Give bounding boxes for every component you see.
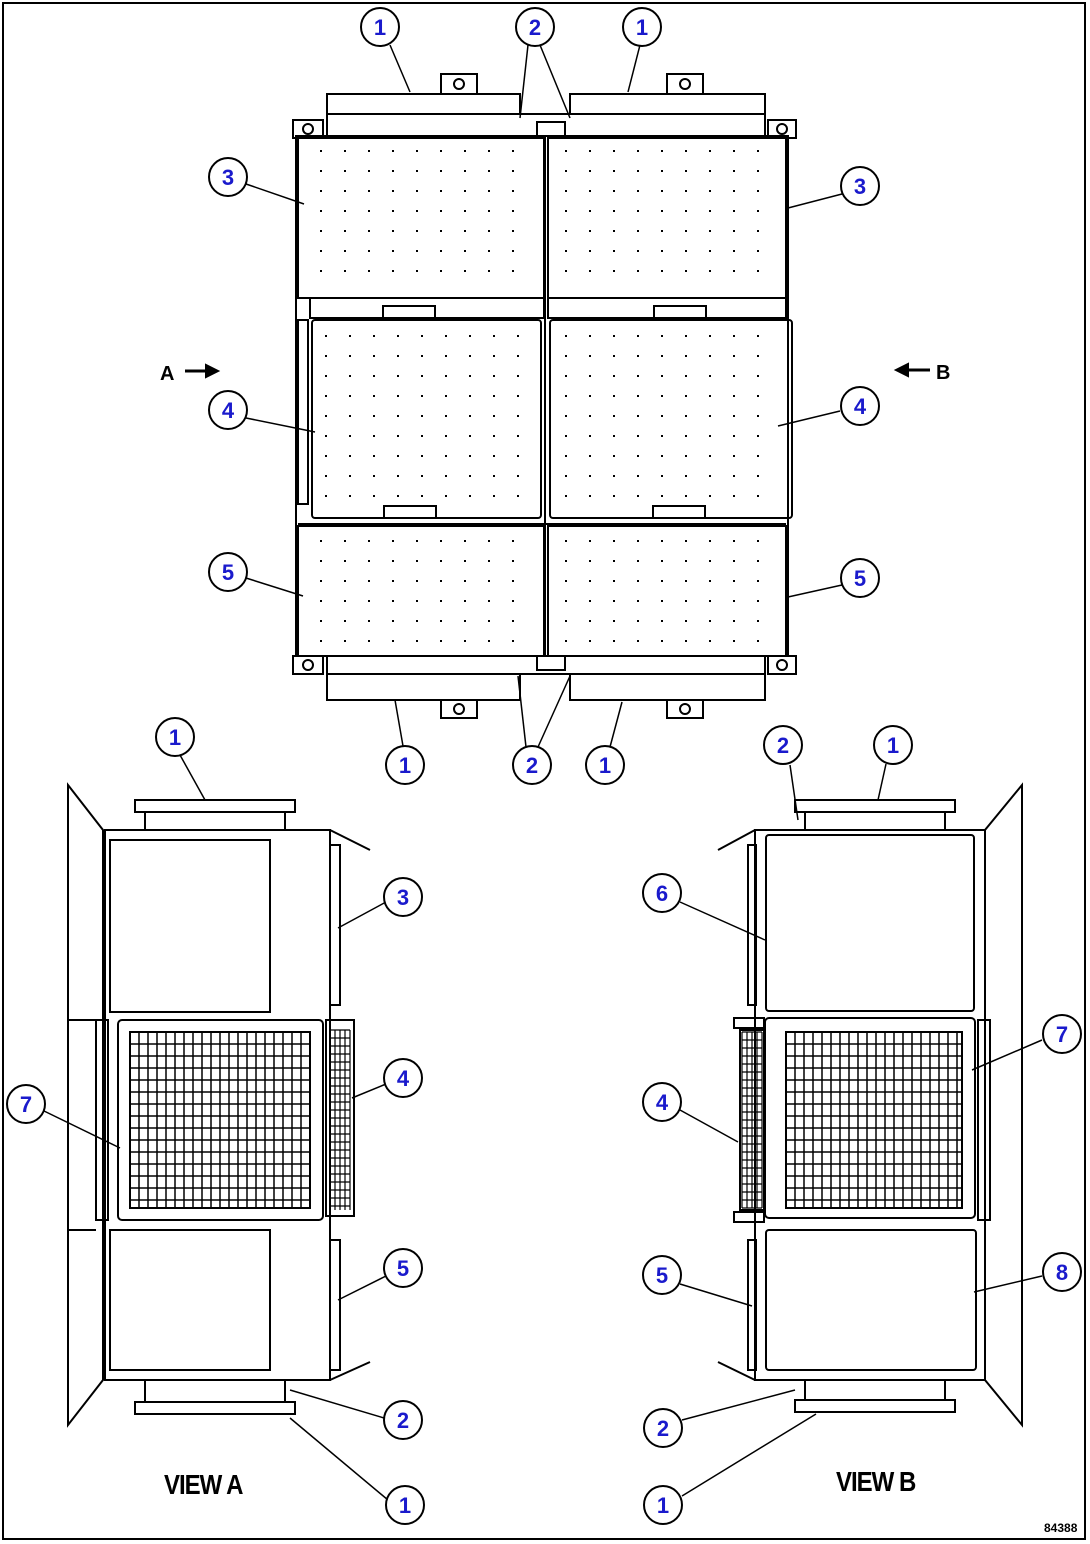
callout-number: 1 (399, 753, 411, 778)
callout-6: 6 (642, 873, 682, 913)
view-a-side-filter-grille (329, 1029, 351, 1210)
callout-5: 5 (383, 1248, 423, 1288)
callout-7: 7 (1042, 1014, 1082, 1054)
callout-number: 4 (222, 398, 235, 423)
view-b-label: VIEW B (836, 1466, 916, 1498)
callout-number: 5 (854, 566, 866, 591)
callout-number: 2 (777, 733, 789, 758)
callout-number: 1 (657, 1493, 669, 1518)
callout-number: 1 (399, 1493, 411, 1518)
callout-number: 7 (20, 1092, 32, 1117)
callout-3: 3 (840, 166, 880, 206)
view-a-drawing (67, 782, 371, 1428)
view-a-fan-grille (129, 1031, 311, 1208)
callout-5: 5 (642, 1255, 682, 1295)
figure-number: 84388 (1044, 1521, 1078, 1535)
callout-1: 1 (360, 7, 400, 47)
callout-number: 2 (397, 1408, 409, 1433)
callout-4: 4 (642, 1082, 682, 1122)
arrow-b-letter: B (936, 362, 950, 384)
callout-5: 5 (208, 552, 248, 592)
callout-3: 3 (208, 157, 248, 197)
callout-number: 2 (529, 15, 541, 40)
view-a-label: VIEW A (164, 1469, 243, 1501)
view-b-fan-grille (785, 1031, 962, 1208)
panel-dot-pattern (320, 150, 759, 642)
view-b-side-filter-grille (741, 1031, 763, 1209)
callout-number: 1 (887, 733, 899, 758)
callout-8: 8 (1042, 1252, 1082, 1292)
callout-4: 4 (840, 386, 880, 426)
callout-7: 7 (6, 1084, 46, 1124)
callout-number: 8 (1056, 1260, 1068, 1285)
callout-number: 1 (169, 725, 181, 750)
leader-lines (41, 44, 1043, 1501)
callout-number: 1 (374, 15, 386, 40)
callout-number: 3 (397, 885, 409, 910)
callout-number: 1 (599, 753, 611, 778)
callout-4: 4 (208, 390, 248, 430)
callout-number: 1 (636, 15, 648, 40)
callout-number: 7 (1056, 1022, 1068, 1047)
callout-1: 1 (385, 745, 425, 785)
callout-2: 2 (763, 725, 803, 765)
top-view (292, 73, 797, 719)
callout-number: 5 (397, 1256, 409, 1281)
callout-1: 1 (873, 725, 913, 765)
callout-2: 2 (512, 745, 552, 785)
callout-number: 4 (656, 1090, 669, 1115)
callout-4: 4 (383, 1058, 423, 1098)
callout-number: 2 (657, 1416, 669, 1441)
callout-number: 3 (854, 174, 866, 199)
callout-2: 2 (643, 1408, 683, 1448)
callout-5: 5 (840, 558, 880, 598)
view-b-drawing (717, 782, 1023, 1428)
callout-1: 1 (585, 745, 625, 785)
arrow-a-letter: A (160, 363, 174, 385)
view-arrows (185, 362, 930, 379)
callout-bubbles: 1 2 1 3 3 4 4 5 5 1 2 1 1 3 4 7 5 2 1 2 1 6 7 4 5 8 2 1 (6, 7, 1082, 1525)
callout-1: 1 (155, 717, 195, 757)
callout-number: 3 (222, 165, 234, 190)
callout-number: 6 (656, 881, 668, 906)
callout-2: 2 (515, 7, 555, 47)
callout-2: 2 (383, 1400, 423, 1440)
callout-1: 1 (385, 1485, 425, 1525)
callout-number: 4 (397, 1066, 410, 1091)
callout-3: 3 (383, 877, 423, 917)
callout-1: 1 (643, 1485, 683, 1525)
callout-number: 5 (222, 560, 234, 585)
callout-number: 5 (656, 1263, 668, 1288)
callout-1: 1 (622, 7, 662, 47)
callout-number: 4 (854, 394, 867, 419)
callout-number: 2 (526, 753, 538, 778)
